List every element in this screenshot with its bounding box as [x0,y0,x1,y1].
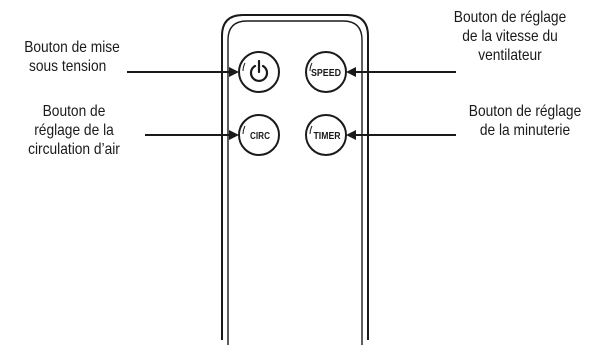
remote-outline [221,14,369,340]
circ-label: Bouton de réglage de la circulation d’ai… [10,102,137,159]
timer-label: Bouton de réglage de la minuterie [456,102,592,140]
speed-label-line-2: de la vitesse du [462,28,558,45]
speed-label-line-3: ventilateur [478,47,542,64]
remote-inner-outline [227,20,363,345]
power-icon [249,59,269,83]
speed-button-label: SPEED [311,68,341,79]
timer-label-line-2: de la minuterie [479,122,571,139]
circ-label-line-1: Bouton de [42,103,106,120]
power-button[interactable] [238,51,280,93]
power-label-line-2: sous tension [28,58,107,75]
circ-label-line-2: réglage de la [34,122,114,139]
speed-label: Bouton de réglage de la vitesse du venti… [437,8,583,65]
timer-button-label: TIMER [314,131,342,142]
speed-button[interactable]: SPEED [305,51,347,93]
circ-label-line-3: circulation d’air [28,141,120,158]
remote-control [221,14,369,345]
speed-label-line-1: Bouton de réglage [453,9,567,26]
power-label-line-1: Bouton de mise [24,39,120,56]
power-label: Bouton de mise sous tension [3,38,141,76]
circ-button-label: CIRC [250,131,270,142]
circ-button[interactable]: CIRC [238,114,280,156]
timer-button[interactable]: TIMER [305,114,347,156]
timer-label-line-1: Bouton de réglage [468,103,582,120]
